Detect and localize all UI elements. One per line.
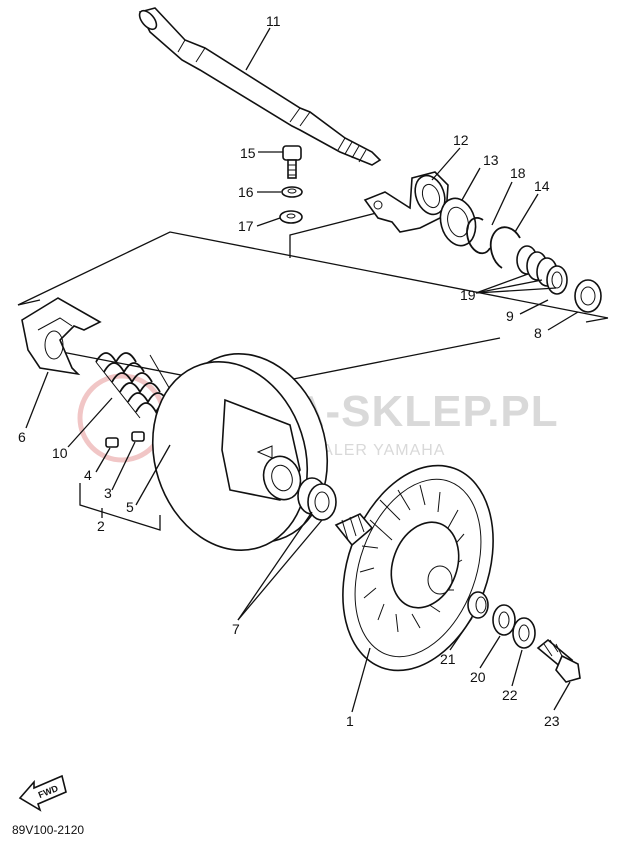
callout-2: 2 (97, 518, 105, 534)
bolt-part-15 (282, 145, 302, 179)
callout-7: 7 (232, 621, 240, 637)
callout-18: 18 (510, 165, 526, 181)
callout-23: 23 (544, 713, 560, 729)
callouts: 11 15 16 17 12 13 18 14 19 9 8 6 10 4 3 … (18, 13, 560, 729)
callout-12: 12 (453, 132, 469, 148)
spring-part-10 (95, 352, 183, 419)
callout-3: 3 (104, 485, 112, 501)
diagram-code: 89V100-2120 (12, 823, 84, 837)
washer-part-8 (574, 279, 602, 313)
bearing-housing-part-12 (363, 171, 449, 233)
fwd-arrow: FWD (18, 774, 67, 812)
callout-8: 8 (534, 325, 542, 341)
callout-21: 21 (440, 651, 456, 667)
leader-lines (25, 27, 579, 713)
callout-10: 10 (52, 445, 68, 461)
washer-part-20 (492, 604, 516, 636)
bolt-part-23 (536, 638, 581, 683)
weight-part-3 (131, 431, 145, 442)
fwd-arrow-icon (18, 774, 67, 812)
callout-15: 15 (240, 145, 256, 161)
callout-11: 11 (266, 13, 281, 29)
callout-5: 5 (126, 499, 134, 515)
callout-4: 4 (84, 467, 92, 483)
shims-part-19 (516, 245, 568, 295)
pin-part-4 (105, 437, 119, 448)
callout-17: 17 (238, 218, 254, 234)
callout-20: 20 (470, 669, 486, 685)
callout-16: 16 (238, 184, 254, 200)
callout-9: 9 (506, 308, 514, 324)
circlip-part-14 (489, 226, 521, 269)
callout-22: 22 (502, 687, 518, 703)
washer-part-16 (281, 186, 303, 198)
callout-14: 14 (534, 178, 550, 194)
shaft-part-11 (138, 7, 382, 166)
bushing-part-7 (297, 477, 337, 521)
callout-6: 6 (18, 429, 26, 445)
sheave-part-5 (151, 353, 329, 551)
circlip-part-18 (466, 217, 491, 255)
collar-part-21 (467, 591, 489, 619)
callout-19: 19 (460, 287, 476, 303)
cap-part-6 (21, 297, 102, 376)
washer-part-17 (279, 210, 303, 224)
sheave-part-1 (334, 464, 494, 672)
callout-13: 13 (483, 152, 499, 168)
callout-1: 1 (346, 713, 354, 729)
washer-part-22 (512, 617, 536, 649)
